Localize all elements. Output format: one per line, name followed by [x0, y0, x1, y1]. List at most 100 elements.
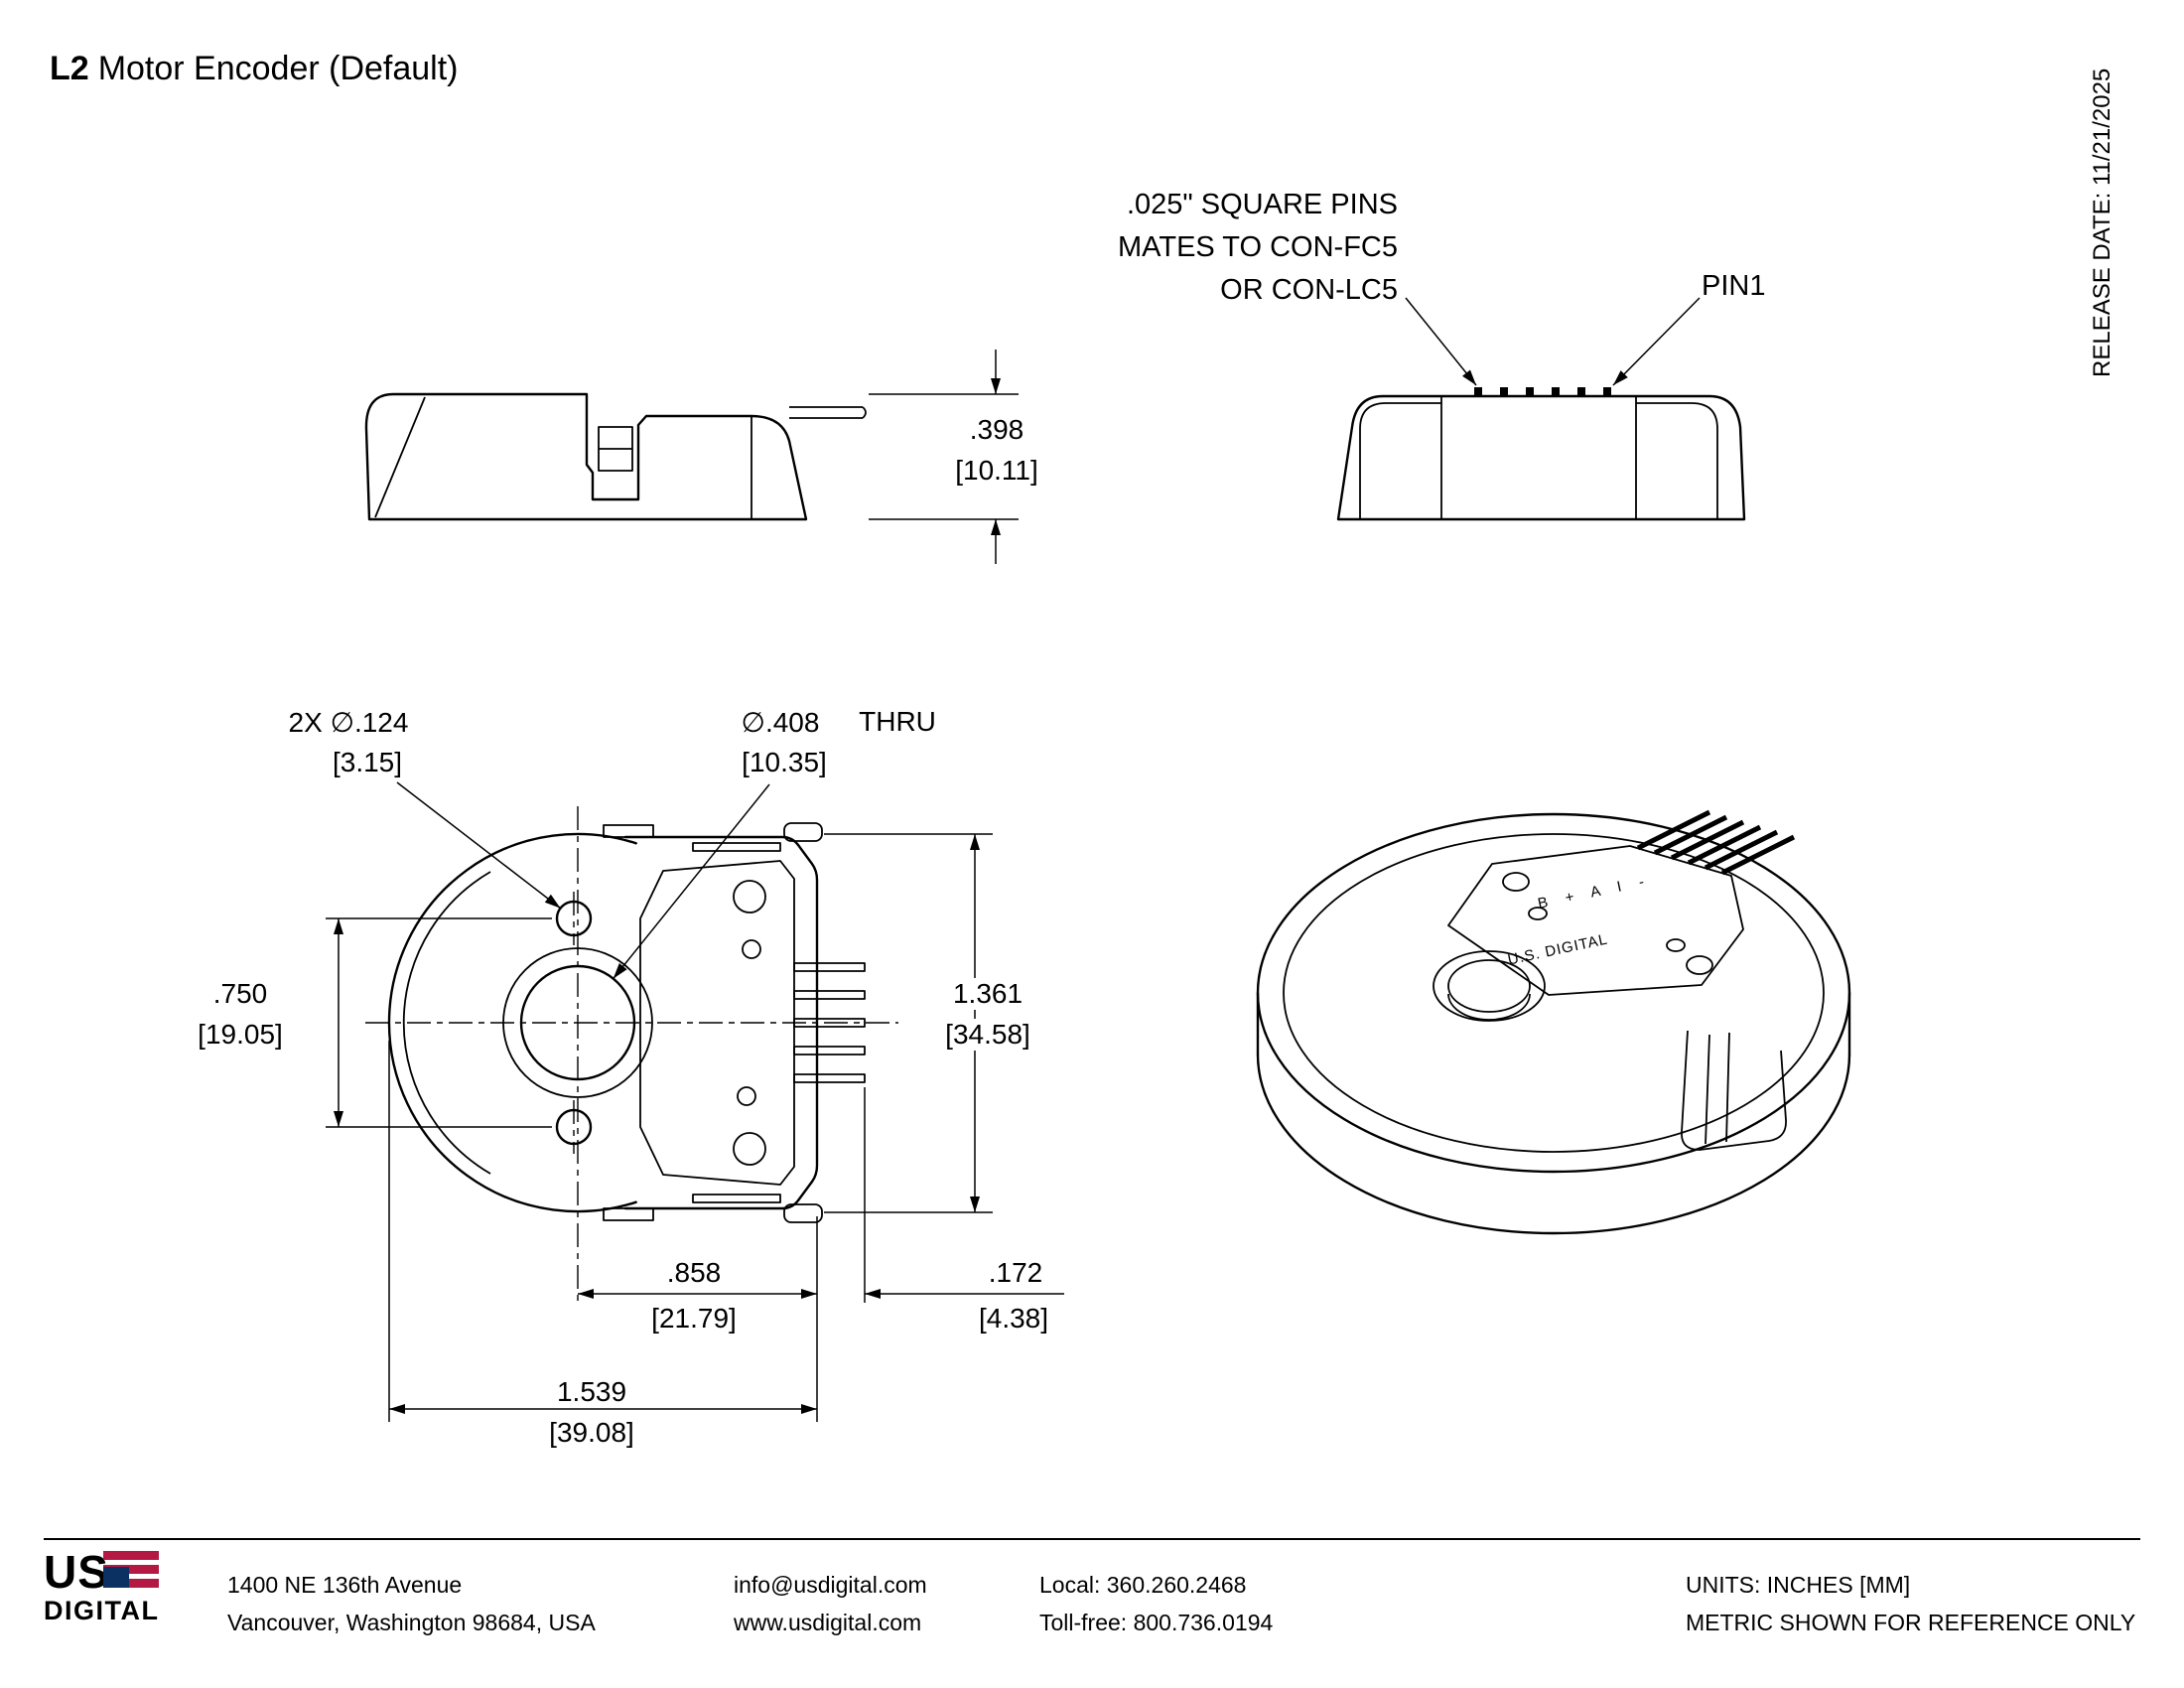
holes-leader: [396, 781, 561, 910]
housing-tab: [603, 824, 654, 838]
arrow-icon: [389, 1404, 405, 1414]
dim-172-mm: [4.38]: [978, 1303, 1049, 1334]
arrow-icon: [865, 1289, 881, 1299]
iso-body-wall: [1256, 991, 1851, 1056]
dim-bore-label: ∅.408: [741, 707, 820, 738]
iso-body-bottom: [1256, 1053, 1851, 1235]
pin-side-view-internal: [1359, 396, 1718, 519]
pins-note: .025" SQUARE PINS MATES TO CON-FC5 OR CO…: [1118, 184, 1398, 312]
pins-note-line2: MATES TO CON-FC5: [1118, 231, 1398, 263]
housing-slot: [692, 842, 781, 852]
iso-pilot-hole: [1528, 907, 1548, 920]
footer-address-line2: Vancouver, Washington 98684, USA: [227, 1610, 596, 1635]
dim-172-in: .172: [988, 1257, 1043, 1288]
arrow-icon: [1613, 370, 1628, 385]
pin1-label: PIN1: [1702, 270, 1766, 302]
arrow-icon: [613, 963, 627, 979]
dim-398-in: .398: [969, 414, 1024, 445]
dim-bore-thru: THRU: [859, 706, 936, 737]
pin1-leader: [1612, 297, 1701, 386]
side-view: [364, 392, 867, 521]
iso-connector-plate: [1447, 845, 1744, 996]
dim-858-mm: [21.79]: [651, 1303, 737, 1334]
iso-screw-hole: [1502, 872, 1530, 892]
side-view-pin: [789, 406, 867, 419]
pin-side-view: [1336, 297, 1746, 521]
plate-pilot-hole: [737, 1086, 756, 1106]
arrow-icon: [334, 918, 343, 934]
iso-latch: [1681, 1030, 1787, 1151]
dim-1361-in: 1.361: [948, 978, 1027, 1010]
dim-750-in: .750: [212, 978, 268, 1009]
release-date: RELEASE DATE: 11/21/2025: [2089, 68, 2116, 377]
side-view-body-edge: [374, 396, 426, 518]
footer-units-line1: UNITS: INCHES [MM]: [1686, 1572, 1911, 1598]
plate-screw-hole: [733, 1132, 766, 1166]
connector-pin: [793, 1073, 866, 1083]
product-name: Motor Encoder (Default): [97, 50, 459, 87]
arrow-icon: [991, 378, 1001, 394]
dim-858-in: .858: [666, 1257, 722, 1288]
square-pin: [1552, 387, 1560, 396]
bore-leader: [613, 783, 770, 980]
footer-divider: [44, 1538, 2140, 1540]
pins-note-leader: [1405, 297, 1477, 386]
housing-ear: [783, 1203, 823, 1223]
arrow-icon: [801, 1289, 817, 1299]
iso-pins: [1636, 809, 1796, 876]
dim-holes-mm: [3.15]: [332, 747, 403, 777]
square-pin: [1526, 387, 1534, 396]
housing-ear: [783, 822, 823, 842]
arrow-icon: [970, 1196, 980, 1212]
dim-750-mm: [19.05]: [198, 1019, 283, 1050]
plate-pilot-hole: [742, 939, 761, 959]
footer-phone-tollfree: Toll-free: 800.736.0194: [1039, 1610, 1274, 1635]
pins-note-line1: .025" SQUARE PINS: [1126, 189, 1398, 220]
square-pin: [1603, 387, 1611, 396]
dim-1539-mm: [39.08]: [549, 1417, 634, 1448]
dim-1539-in: 1.539: [556, 1376, 627, 1407]
iso-screw-hole: [1686, 955, 1713, 975]
iso-body-rim: [1283, 833, 1825, 1153]
housing-slot: [692, 1194, 781, 1203]
arrow-icon: [1462, 369, 1476, 385]
logo-digital-text: DIGITAL: [44, 1596, 160, 1625]
front-view-inner-wall: [402, 871, 491, 1175]
iso-body-top: [1256, 812, 1851, 1174]
arrow-icon: [801, 1404, 817, 1414]
plate-screw-hole: [733, 880, 766, 914]
footer-address-line1: 1400 NE 136th Avenue: [227, 1572, 463, 1598]
connector-pin: [793, 990, 866, 1000]
dim-height-398: [869, 350, 1019, 564]
pin-side-view-outline: [1336, 394, 1746, 521]
model-name: L2: [50, 50, 89, 87]
square-pin: [1577, 387, 1585, 396]
dim-398-mm: [10.11]: [955, 455, 1038, 486]
front-view: [365, 806, 898, 1303]
connector-pin: [793, 1046, 866, 1055]
square-pin: [1500, 387, 1508, 396]
iso-bore: [1447, 959, 1531, 1013]
isometric-view: [1256, 809, 1851, 1235]
front-view-body-circle: [387, 832, 637, 1213]
footer-website: www.usdigital.com: [734, 1610, 922, 1635]
logo-us-text: US: [44, 1546, 109, 1598]
footer-phone-local: Local: 360.260.2468: [1039, 1572, 1247, 1598]
side-view-outline: [364, 392, 808, 521]
dim-holes-label: 2X ∅.124: [288, 707, 409, 738]
dim-bore-mm: [10.35]: [742, 747, 827, 777]
arrow-icon: [578, 1289, 594, 1299]
arrow-icon: [970, 834, 980, 850]
footer-units-line2: METRIC SHOWN FOR REFERENCE ONLY: [1686, 1610, 2136, 1635]
connector-pin: [793, 962, 866, 972]
square-pin: [1474, 387, 1482, 396]
front-view-dimensions: [326, 781, 1064, 1422]
iso-pilot-hole: [1666, 938, 1686, 952]
arrow-icon: [544, 894, 561, 909]
arrow-icon: [334, 1111, 343, 1127]
us-flag-icon: [103, 1551, 159, 1589]
housing-tab: [603, 1207, 654, 1221]
iso-bore-depth: [1447, 993, 1531, 1021]
